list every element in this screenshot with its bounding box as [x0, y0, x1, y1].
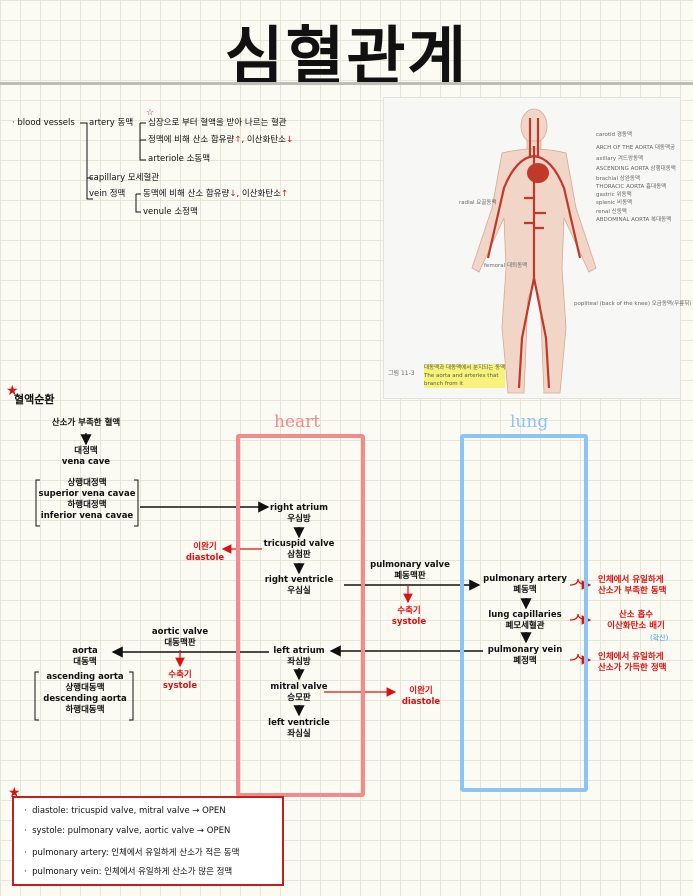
figure-number: 그림 11-3	[388, 370, 415, 377]
figure-label: radial 요골동맥	[459, 200, 497, 206]
star-icon: ☆	[146, 108, 155, 118]
up-arrow-icon: ↑	[234, 135, 242, 145]
summary-item: · systole: pulmonary valve, aortic valve…	[24, 826, 231, 836]
figure-label: ASCENDING AORTA 상행대동맥	[596, 166, 676, 172]
title-divider	[0, 82, 693, 85]
figure-label: femoral 대퇴동맥	[484, 263, 528, 269]
figure-caption: 대동맥과 대동맥에서 분지되는 동맥 The aorta and arterie…	[424, 364, 506, 388]
figure-label: gastric 위동맥	[596, 192, 632, 198]
summary-item: · diastole: tricuspid valve, mitral valv…	[24, 806, 226, 816]
heart-icon	[527, 163, 549, 183]
capillary-label: capillary 모세혈관	[89, 173, 160, 183]
figure-label: carotid 경동맥	[596, 132, 633, 138]
down-arrow-icon: ↓	[285, 135, 294, 145]
vena-cava: 대정맥 vena cave	[61, 446, 111, 467]
figure-label: axillary 겨드랑동맥	[596, 156, 644, 162]
up-arrow-icon: ↑	[280, 189, 289, 199]
summary-item: · pulmonary artery: 인체에서 유일하게 산소가 적은 동맥	[24, 848, 240, 858]
body-illustration	[471, 108, 597, 394]
vein-label: vein 정맥	[89, 189, 126, 199]
figure-label: renal 신동맥	[596, 209, 627, 215]
figure-label: ARCH OF THE AORTA 대동맥궁	[596, 145, 676, 151]
low-oxygen-blood: 산소가 부족한 혈액	[51, 418, 121, 428]
arteries-figure: carotid 경동맥 ARCH OF THE AORTA 대동맥궁 axill…	[383, 97, 691, 399]
heart-label: heart	[274, 412, 321, 432]
figure-label: splenic 비동맥	[596, 200, 633, 206]
lung-label: lung	[510, 412, 549, 432]
arteriole-label: arteriole 소동맥	[148, 154, 211, 164]
figure-label: brachial 상완동맥	[596, 176, 641, 182]
vena-list: 상행대정맥 superior vena cavae 하행대정맥 inferior…	[38, 478, 136, 521]
summary-box: · diastole: tricuspid valve, mitral valv…	[12, 796, 284, 886]
figure-label: ABDOMINAL AORTA 복대동맥	[596, 217, 672, 223]
down-arrow-icon: ↓	[229, 189, 237, 199]
figure-label: THORACIC AORTA 흉대동맥	[596, 184, 667, 190]
circulation-heading: 혈액순환	[14, 393, 55, 406]
artery-label: artery 동맥	[89, 118, 134, 128]
diffusion-tag: (확산)	[650, 634, 669, 642]
aorta-list: ascending aorta 상행대동맥 descending aorta 하…	[43, 672, 127, 715]
vessels-root: · blood vessels	[12, 118, 75, 128]
venule-label: venule 소정맥	[143, 207, 198, 217]
star-icon: ★	[6, 383, 19, 399]
vein-desc-1: 동맥에 비해 산소 함유량↓, 이산화탄소↑	[143, 189, 289, 199]
artery-desc-1: 심장으로 부터 혈액을 받아 나르는 혈관	[148, 118, 287, 128]
artery-desc-2: 정맥에 비해 산소 함유량↑, 이산화탄소↓	[148, 135, 294, 145]
heart-box	[236, 434, 365, 797]
summary-item: · pulmonary vein: 인체에서 유일하게 산소가 많은 정맥	[24, 867, 233, 877]
lung-box	[460, 434, 588, 792]
figure-label: popliteal (back of the knee) 오금동맥(무릎뒤)	[574, 301, 692, 307]
